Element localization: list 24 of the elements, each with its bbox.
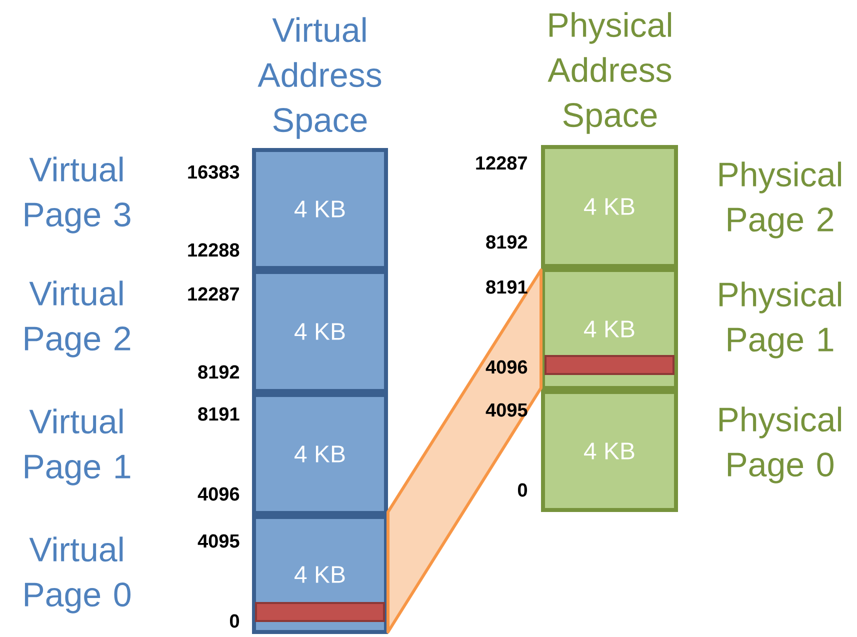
page-label: Physical Page 2 bbox=[720, 162, 842, 238]
page-label: Physical Page 0 bbox=[720, 406, 842, 484]
page-label: Virtual Page 3 bbox=[24, 156, 130, 234]
address-number: 8191 bbox=[198, 407, 240, 421]
address-number: 4095 bbox=[198, 534, 240, 548]
page-label: Physical Page 1 bbox=[720, 282, 842, 358]
page-box: 4 KB bbox=[541, 390, 678, 512]
page-box: 4 KB bbox=[541, 145, 678, 268]
marker-bar bbox=[255, 602, 385, 622]
mapping-band bbox=[386, 268, 542, 634]
address-number: 4095 bbox=[486, 403, 528, 417]
address-number: 4096 bbox=[486, 360, 528, 374]
page-box: 4 KB bbox=[252, 148, 388, 270]
page-label: Virtual Page 2 bbox=[24, 280, 130, 358]
page-label: Virtual Page 0 bbox=[24, 536, 130, 614]
page-label: Virtual Page 1 bbox=[24, 408, 130, 486]
address-number: 12287 bbox=[188, 287, 239, 301]
marker-bar bbox=[544, 355, 674, 375]
address-number: 8191 bbox=[486, 280, 528, 294]
address-number: 8192 bbox=[198, 365, 240, 379]
page-box: 4 KB bbox=[252, 393, 388, 515]
page-box: 4 KB bbox=[252, 270, 388, 393]
address-number: 12288 bbox=[188, 243, 240, 257]
address-number: 0 bbox=[230, 614, 240, 628]
